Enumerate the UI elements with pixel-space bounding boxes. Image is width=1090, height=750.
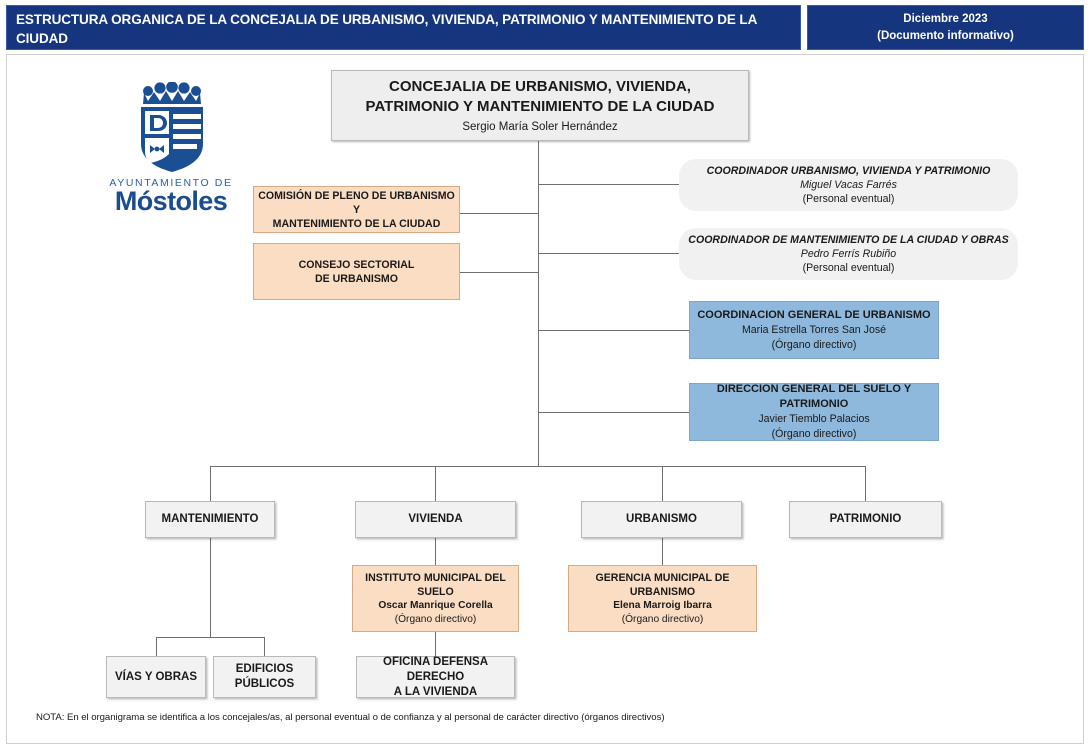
logo-line-1: AYUNTAMIENTO DE xyxy=(109,177,233,189)
connector-mantenimiento-trunk xyxy=(210,538,211,637)
node-coordinador-mantenimiento[interactable]: COORDINADOR DE MANTENIMIENTO DE LA CIUDA… xyxy=(679,228,1018,280)
connector-drop-patrimonio xyxy=(865,466,866,501)
connector-mantenimiento-bar xyxy=(156,637,264,638)
coordinador-2-person: Pedro Ferrís Rubiño xyxy=(800,248,897,260)
directive-2-role: (Órgano directivo) xyxy=(771,428,857,440)
coordinador-1-person: Miguel Vacas Farrés xyxy=(800,179,897,191)
consejo-line-2: DE URBANISMO xyxy=(315,272,398,285)
root-title-line-1: CONCEJALIA DE URBANISMO, VIVIENDA, xyxy=(389,77,691,95)
connector-to-comision xyxy=(460,213,539,214)
oficina-line-2: A LA VIVIENDA xyxy=(393,685,478,698)
document-date: Diciembre 2023 xyxy=(903,12,988,25)
document-type: (Documento informativo) xyxy=(877,29,1014,42)
directive-1-role: (Órgano directivo) xyxy=(771,338,857,351)
gerencia-title: GERENCIA MUNICIPAL DE URBANISMO xyxy=(595,571,730,598)
vias-label: VÍAS Y OBRAS xyxy=(114,670,198,683)
node-area-vivienda[interactable]: VIVIENDA xyxy=(355,501,516,538)
node-oficina-defensa-vivienda[interactable]: OFICINA DEFENSA DERECHO A LA VIVIENDA xyxy=(356,656,515,698)
footer-note: NOTA: En el organigrama se identifica a … xyxy=(36,712,665,723)
instituto-person: Oscar Manrique Corella xyxy=(378,599,493,611)
connector-drop-edificios xyxy=(264,637,265,656)
coordinador-2-title: COORDINADOR DE MANTENIMIENTO DE LA CIUDA… xyxy=(688,234,1009,246)
coordinador-2-role: (Personal eventual) xyxy=(802,262,895,274)
node-consejo-sectorial[interactable]: CONSEJO SECTORIAL DE URBANISMO xyxy=(253,243,460,300)
mostoles-logo: AYUNTAMIENTO DE Móstoles xyxy=(106,82,236,215)
node-instituto-municipal-suelo[interactable]: INSTITUTO MUNICIPAL DEL SUELO Oscar Manr… xyxy=(352,565,519,632)
directive-2-title: DIRECCION GENERAL DEL SUELO Y PATRIMONIO xyxy=(716,383,912,410)
node-edificios-publicos[interactable]: EDIFICIOS PÚBLICOS xyxy=(213,656,316,698)
connector-drop-vias xyxy=(156,637,157,656)
connector-root-trunk xyxy=(538,141,539,467)
header-band: ESTRUCTURA ORGANICA DE LA CONCEJALIA DE … xyxy=(6,5,1084,50)
node-concejalia-root[interactable]: CONCEJALIA DE URBANISMO, VIVIENDA, PATRI… xyxy=(331,70,749,141)
document-date-badge: Diciembre 2023 (Documento informativo) xyxy=(807,5,1084,50)
logo-line-2: Móstoles xyxy=(114,186,228,216)
connector-drop-urbanismo xyxy=(662,466,663,501)
coordinador-1-title: COORDINADOR URBANISMO, VIVIENDA Y PATRIM… xyxy=(706,165,991,177)
connector-drop-mantenimiento xyxy=(210,466,211,501)
page-title: ESTRUCTURA ORGANICA DE LA CONCEJALIA DE … xyxy=(6,5,801,50)
area-label-vivienda: VIVIENDA xyxy=(408,513,463,525)
instituto-role: (Órgano directivo) xyxy=(394,613,477,625)
connector-areas-bar xyxy=(210,466,866,467)
comision-line-1: COMISIÓN DE PLENO DE URBANISMO Y xyxy=(258,189,455,216)
node-area-mantenimiento[interactable]: MANTENIMIENTO xyxy=(145,501,275,538)
connector-vivienda-to-instituto xyxy=(435,538,436,565)
comision-line-2: MANTENIMIENTO DE LA CIUDAD xyxy=(272,217,441,230)
coordinador-1-role: (Personal eventual) xyxy=(802,193,895,205)
connector-to-directive-1 xyxy=(538,330,690,331)
node-direccion-general-suelo-patrimonio[interactable]: DIRECCION GENERAL DEL SUELO Y PATRIMONIO… xyxy=(689,383,939,441)
connector-urbanismo-to-gerencia xyxy=(662,538,663,565)
gerencia-person: Elena Marroig Ibarra xyxy=(613,599,712,611)
consejo-line-1: CONSEJO SECTORIAL xyxy=(298,258,415,271)
instituto-title: INSTITUTO MUNICIPAL DEL SUELO xyxy=(365,571,506,598)
node-area-patrimonio[interactable]: PATRIMONIO xyxy=(789,501,942,538)
connector-to-coordinator-1 xyxy=(538,184,688,185)
directive-1-person: Maria Estrella Torres San José xyxy=(741,323,887,336)
connector-to-directive-2 xyxy=(538,412,690,413)
connector-to-coordinator-2 xyxy=(538,253,688,254)
edificios-label: EDIFICIOS PÚBLICOS xyxy=(234,663,295,690)
node-coordinacion-general-urbanismo[interactable]: COORDINACION GENERAL DE URBANISMO Maria … xyxy=(689,301,939,359)
area-label-patrimonio: PATRIMONIO xyxy=(829,513,902,525)
node-area-urbanismo[interactable]: URBANISMO xyxy=(581,501,742,538)
area-label-mantenimiento: MANTENIMIENTO xyxy=(161,513,259,525)
gerencia-role: (Órgano directivo) xyxy=(621,613,704,625)
node-vias-y-obras[interactable]: VÍAS Y OBRAS xyxy=(106,656,206,698)
connector-instituto-to-oficina xyxy=(435,632,436,656)
node-gerencia-municipal-urbanismo[interactable]: GERENCIA MUNICIPAL DE URBANISMO Elena Ma… xyxy=(568,565,757,632)
area-label-urbanismo: URBANISMO xyxy=(626,513,697,525)
root-person: Sergio María Soler Hernández xyxy=(462,120,618,133)
node-coordinador-urbanismo[interactable]: COORDINADOR URBANISMO, VIVIENDA Y PATRIM… xyxy=(679,159,1018,211)
directive-2-person: Javier Tiemblo Palacios xyxy=(758,413,870,425)
connector-drop-vivienda xyxy=(435,466,436,501)
node-comision-de-pleno[interactable]: COMISIÓN DE PLENO DE URBANISMO Y MANTENI… xyxy=(253,186,460,233)
mostoles-shield-crest-icon xyxy=(106,82,236,174)
connector-to-consejo xyxy=(460,272,539,273)
root-title-line-2: PATRIMONIO Y MANTENIMIENTO DE LA CIUDAD xyxy=(365,97,715,115)
directive-1-title: COORDINACION GENERAL DE URBANISMO xyxy=(697,308,931,321)
oficina-line-1: OFICINA DEFENSA DERECHO xyxy=(383,655,488,683)
